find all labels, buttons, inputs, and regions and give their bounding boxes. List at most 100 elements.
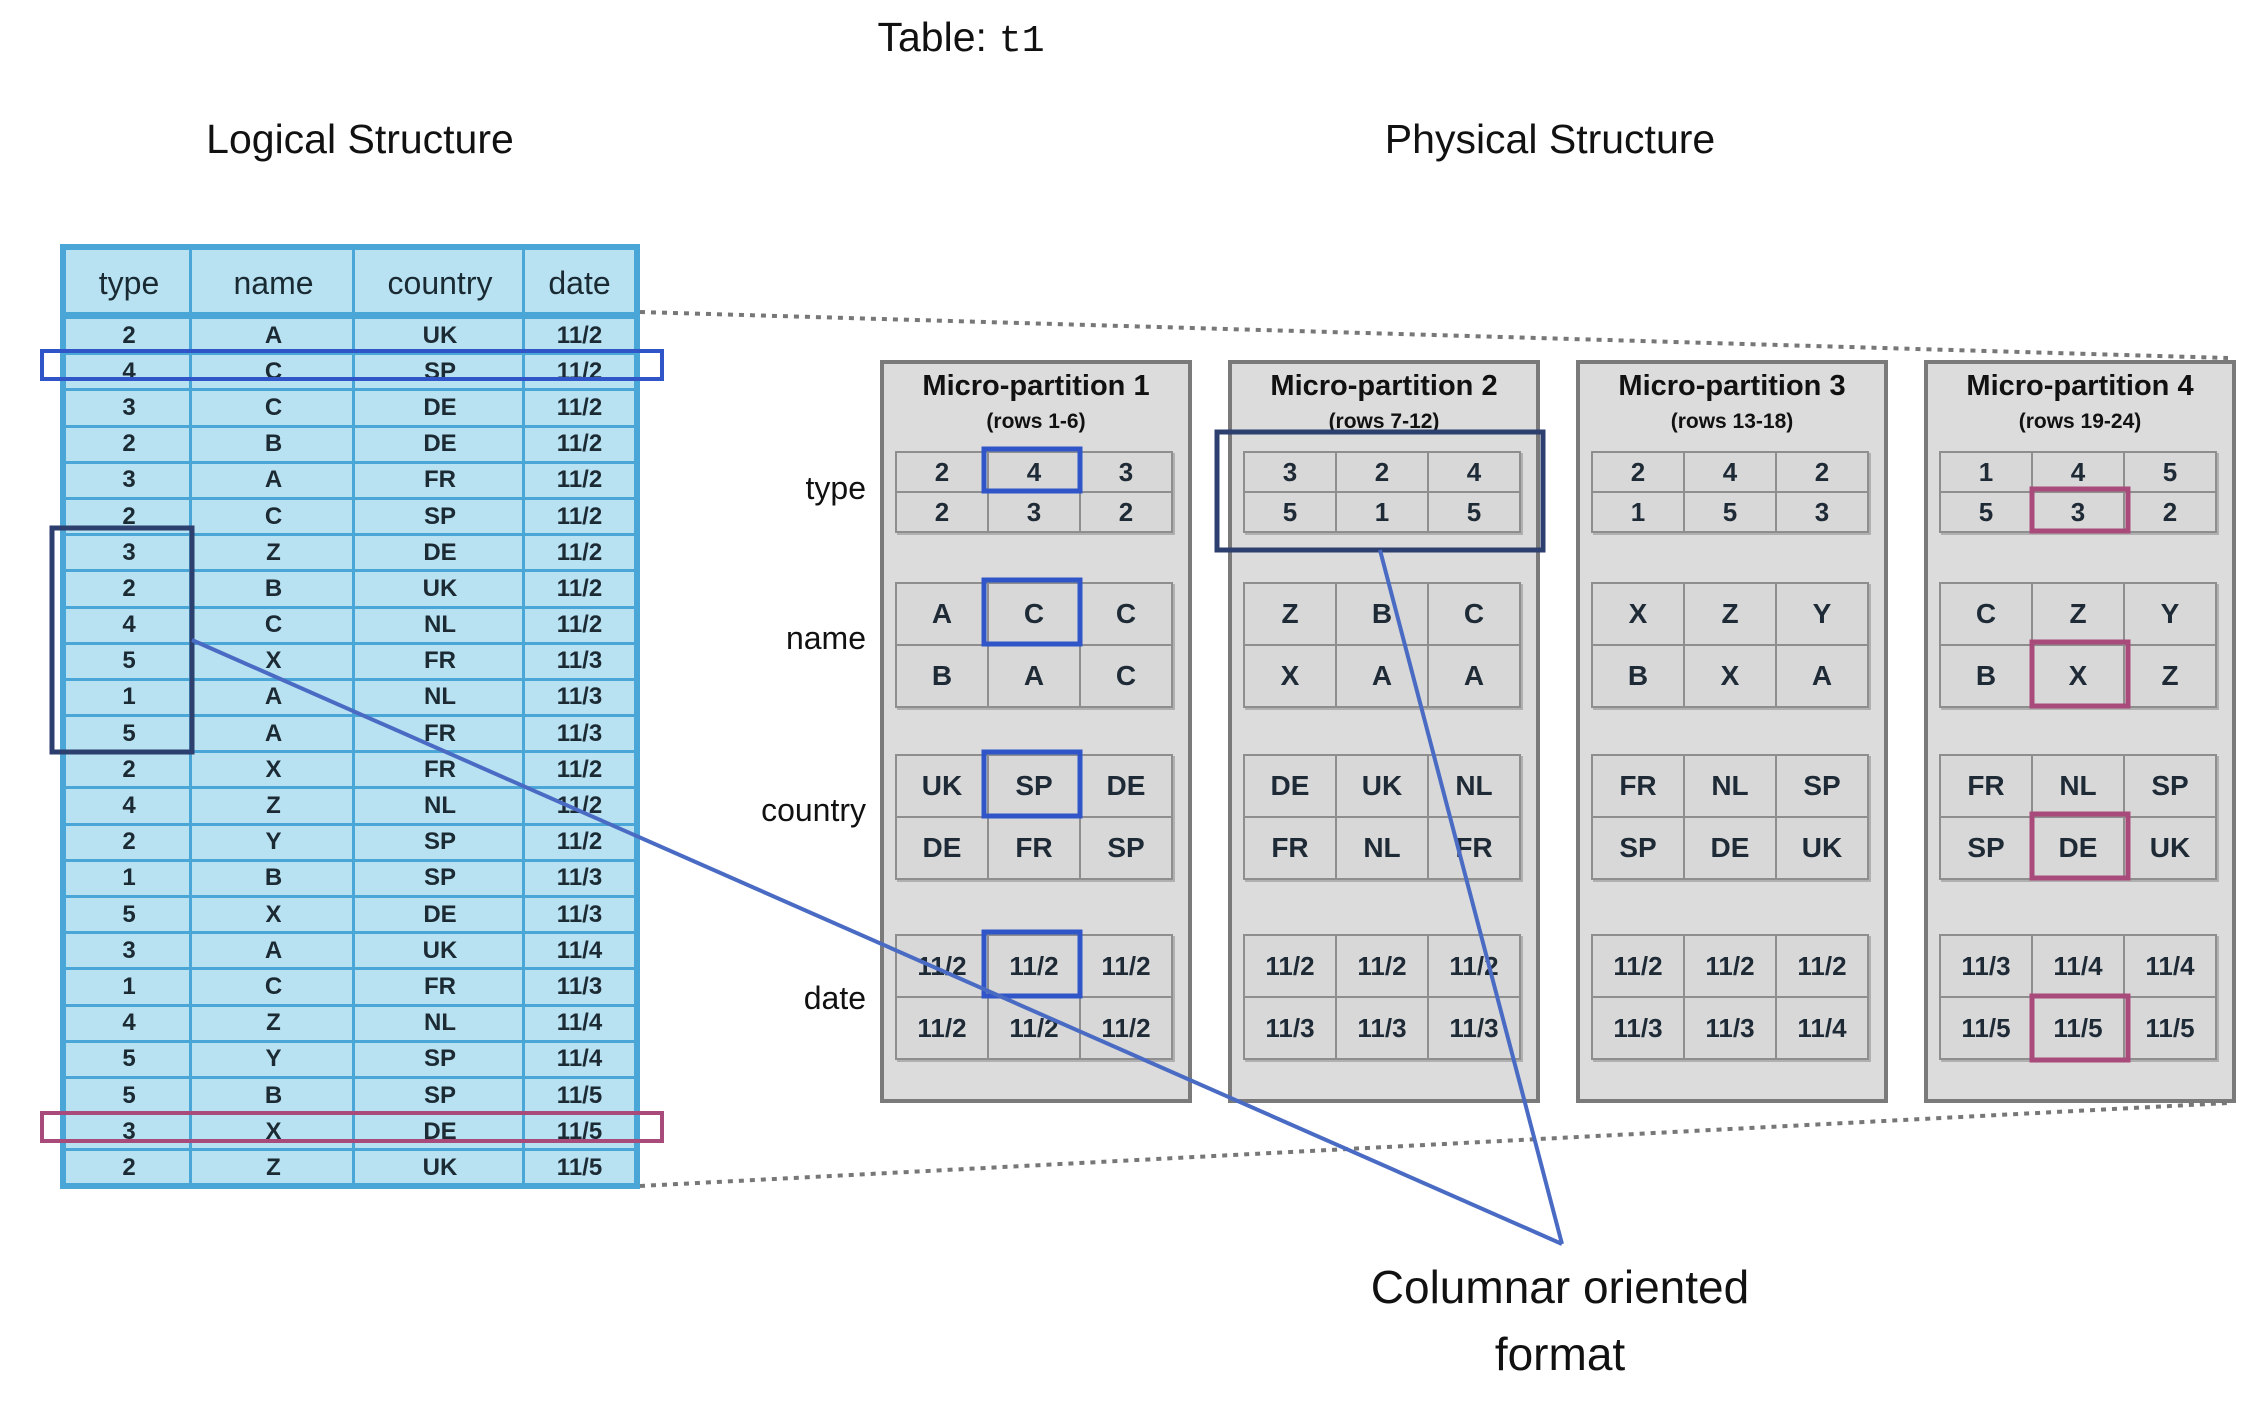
- cell-type: 5: [122, 647, 136, 675]
- cell-date: 11/3: [556, 864, 603, 892]
- cell-name: Z: [266, 1153, 281, 1181]
- cell-type: 2: [122, 574, 136, 602]
- cell-name: X: [265, 900, 282, 928]
- cell-country: NL: [424, 1009, 456, 1037]
- partition-title: Micro-partition 1: [922, 370, 1150, 402]
- row-label-type: type: [805, 470, 866, 506]
- p4-highlight-name: [2029, 639, 2131, 709]
- cell-date: 11/2: [556, 393, 603, 421]
- p1-highlight-name: [981, 577, 1083, 647]
- partition-cell-name: C: [1079, 582, 1173, 646]
- partition-cell-country: UK: [895, 754, 989, 818]
- cell-name: B: [264, 864, 283, 892]
- cell-date: 11/5: [556, 1081, 603, 1109]
- cell-country: UK: [422, 574, 458, 602]
- partition-cell-type: 4: [2031, 451, 2125, 493]
- cell-name: C: [264, 502, 283, 530]
- partition-cell-country: DE: [895, 816, 989, 880]
- cell-country: UK: [422, 1153, 458, 1181]
- partition-cell-country: FR: [1243, 816, 1337, 880]
- cell-type: 3: [122, 466, 136, 494]
- cell-country: SP: [423, 502, 456, 530]
- cell-name: X: [265, 647, 282, 675]
- partition-cell-type: 2: [1079, 491, 1173, 533]
- cell-date: 11/2: [556, 574, 603, 602]
- p1-highlight-country: [981, 749, 1083, 819]
- row-label-date: date: [803, 980, 866, 1016]
- partition-cell-date: 11/2: [1079, 996, 1173, 1060]
- column-bracket: [49, 525, 195, 755]
- cell-name: A: [264, 466, 283, 494]
- partition-cell-type: 3: [987, 491, 1081, 533]
- partition-cell-country: SP: [2123, 754, 2217, 818]
- cell-type: 3: [122, 936, 136, 964]
- partition-cell-country: SP: [1591, 816, 1685, 880]
- partition-rows-range: (rows 19-24): [2018, 410, 2142, 433]
- cell-date: 11/3: [556, 683, 603, 711]
- partition-rows-range: (rows 13-18): [1670, 410, 1794, 433]
- partition-cell-name: Y: [2123, 582, 2217, 646]
- partition-cell-country: SP: [1775, 754, 1869, 818]
- cell-country: DE: [423, 430, 457, 458]
- cell-name: B: [264, 430, 283, 458]
- p4-highlight-type: [2029, 486, 2131, 534]
- cell-country: NL: [424, 792, 456, 820]
- partition-cell-name: Z: [1243, 582, 1337, 646]
- cell-date: 11/2: [556, 828, 603, 856]
- partition-cell-type: 3: [1775, 491, 1869, 533]
- partition-cell-type: 4: [1427, 451, 1521, 493]
- cell-name: Z: [266, 1009, 281, 1037]
- pointer-line-from-partition: [1378, 549, 1564, 1245]
- partition-cell-name: X: [1683, 644, 1777, 708]
- pointer-line-from-table: [191, 638, 1563, 1246]
- cell-date: 11/2: [556, 466, 603, 494]
- partition-cell-date: 11/2: [895, 934, 989, 998]
- p4-highlight-country: [2029, 811, 2131, 881]
- partition-cell-type: 5: [1243, 491, 1337, 533]
- partition-cell-date: 11/3: [1683, 996, 1777, 1060]
- cell-date: 11/3: [556, 719, 603, 747]
- row-label-country: country: [761, 792, 866, 828]
- partition-cell-type: 5: [1427, 491, 1521, 533]
- row-highlight-blue: [40, 349, 664, 381]
- logical-table: type name country date 2 A UK 11/2 4 C SP 11/2 3…: [60, 244, 640, 1189]
- cell-date: 11/3: [556, 900, 603, 928]
- partition-cell-name: B: [895, 644, 989, 708]
- partition-cell-name: A: [1775, 644, 1869, 708]
- partition2-type-bracket: [1214, 429, 1546, 553]
- cell-type: 4: [122, 611, 136, 639]
- partition-cell-type: 4: [987, 451, 1081, 493]
- partition-cell-name: C: [987, 582, 1081, 646]
- cell-type: 3: [122, 538, 136, 566]
- cell-name: Z: [266, 538, 281, 566]
- cell-name: Y: [265, 1045, 282, 1073]
- caption-line-1: Columnar oriented: [1370, 1261, 1750, 1313]
- partition-cell-date: 11/3: [1591, 996, 1685, 1060]
- cell-date: 11/5: [556, 1153, 603, 1181]
- cell-type: 5: [122, 900, 136, 928]
- partition-cell-name: B: [1591, 644, 1685, 708]
- partition-cell-name: B: [1939, 644, 2033, 708]
- logical-table-header: type name country date: [66, 250, 634, 316]
- cell-country: FR: [424, 647, 456, 675]
- cell-type: 1: [122, 972, 136, 1000]
